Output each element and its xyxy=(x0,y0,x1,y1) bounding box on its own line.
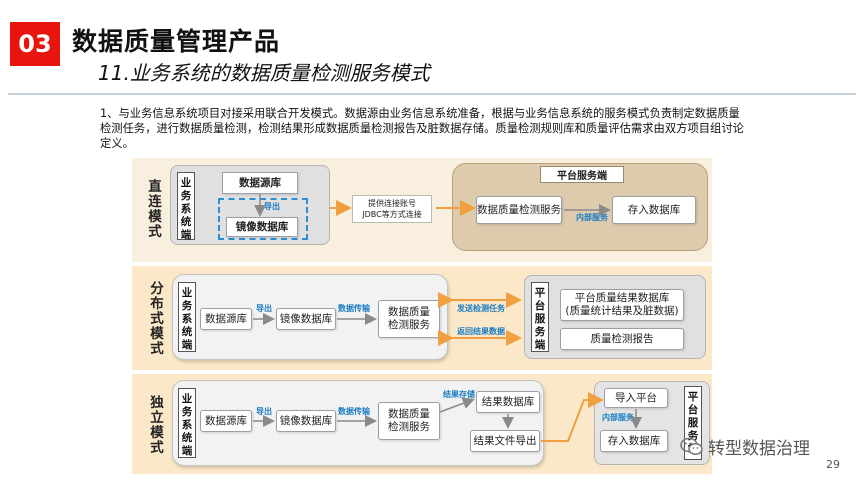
datasource-box-distributed: 数据源库 xyxy=(200,308,252,330)
service-box-distributed: 数据质量 检测服务 xyxy=(378,300,440,338)
mode-label-standalone: 独立模式 xyxy=(150,395,164,456)
service-box-direct: 数据质量检测服务 xyxy=(476,196,562,224)
page-title: 数据质量管理产品 xyxy=(72,27,281,56)
export-label-distributed: 导出 xyxy=(256,304,272,313)
export-label-standalone: 导出 xyxy=(256,407,272,416)
wechat-icon xyxy=(680,437,703,455)
result-db-box-standalone: 结果数据库 xyxy=(476,391,540,413)
section-badge: 03 xyxy=(10,22,60,66)
page-number: 29 xyxy=(826,458,840,471)
internal-label-standalone: 内部服务 xyxy=(602,413,634,422)
header-divider xyxy=(8,93,856,95)
service-box-standalone: 数据质量 检测服务 xyxy=(378,402,440,440)
platform-title-direct: 平台服务端 xyxy=(540,166,624,183)
store-box-direct: 存入数据库 xyxy=(612,196,696,224)
internal-label-direct: 内部服务 xyxy=(576,213,608,222)
biz-label-direct: 业务系统端 xyxy=(177,172,195,241)
result-db-box-distributed: 平台质量结果数据库 (质量统计结果及脏数据) xyxy=(560,289,684,321)
datasource-box-direct: 数据源库 xyxy=(222,172,298,194)
connector-label-direct: 提供连接账号 JDBC等方式连接 xyxy=(352,195,432,223)
return-result-label: 返回结果数据 xyxy=(457,327,505,336)
import-box-standalone: 导入平台 xyxy=(604,388,668,408)
transfer-label-distributed: 数据传输 xyxy=(338,304,370,313)
export-label-direct: 导出 xyxy=(264,202,280,211)
mode-label-distributed: 分布式模式 xyxy=(150,281,164,357)
intro-paragraph: 1、与业务信息系统项目对接采用联合开发模式。数据源由业务信息系统准备，根据与业务… xyxy=(100,107,744,150)
platform-label-distributed: 平台服务端 xyxy=(531,282,549,352)
biz-label-standalone: 业务系统端 xyxy=(178,388,196,458)
send-task-label: 发送检测任务 xyxy=(457,304,505,313)
mirror-box-direct: 镜像数据库 xyxy=(226,217,298,237)
watermark-text: 转型数据治理 xyxy=(708,439,810,459)
biz-label-distributed: 业务系统端 xyxy=(178,282,196,352)
mirror-dashed-frame xyxy=(218,198,308,240)
mirror-box-distributed: 镜像数据库 xyxy=(276,308,336,330)
result-store-label: 结果存储 xyxy=(443,390,475,399)
mode-label-direct: 直连模式 xyxy=(148,179,162,240)
transfer-label-standalone: 数据传输 xyxy=(338,407,370,416)
store-box-standalone: 存入数据库 xyxy=(600,430,668,452)
watermark: 转型数据治理 xyxy=(680,434,810,459)
result-export-box: 结果文件导出 xyxy=(470,430,540,452)
datasource-box-standalone: 数据源库 xyxy=(200,410,252,432)
mirror-box-standalone: 镜像数据库 xyxy=(276,410,336,432)
report-box-distributed: 质量检测报告 xyxy=(560,328,684,350)
page-subtitle: 11.业务系统的数据质量检测服务模式 xyxy=(98,61,430,85)
